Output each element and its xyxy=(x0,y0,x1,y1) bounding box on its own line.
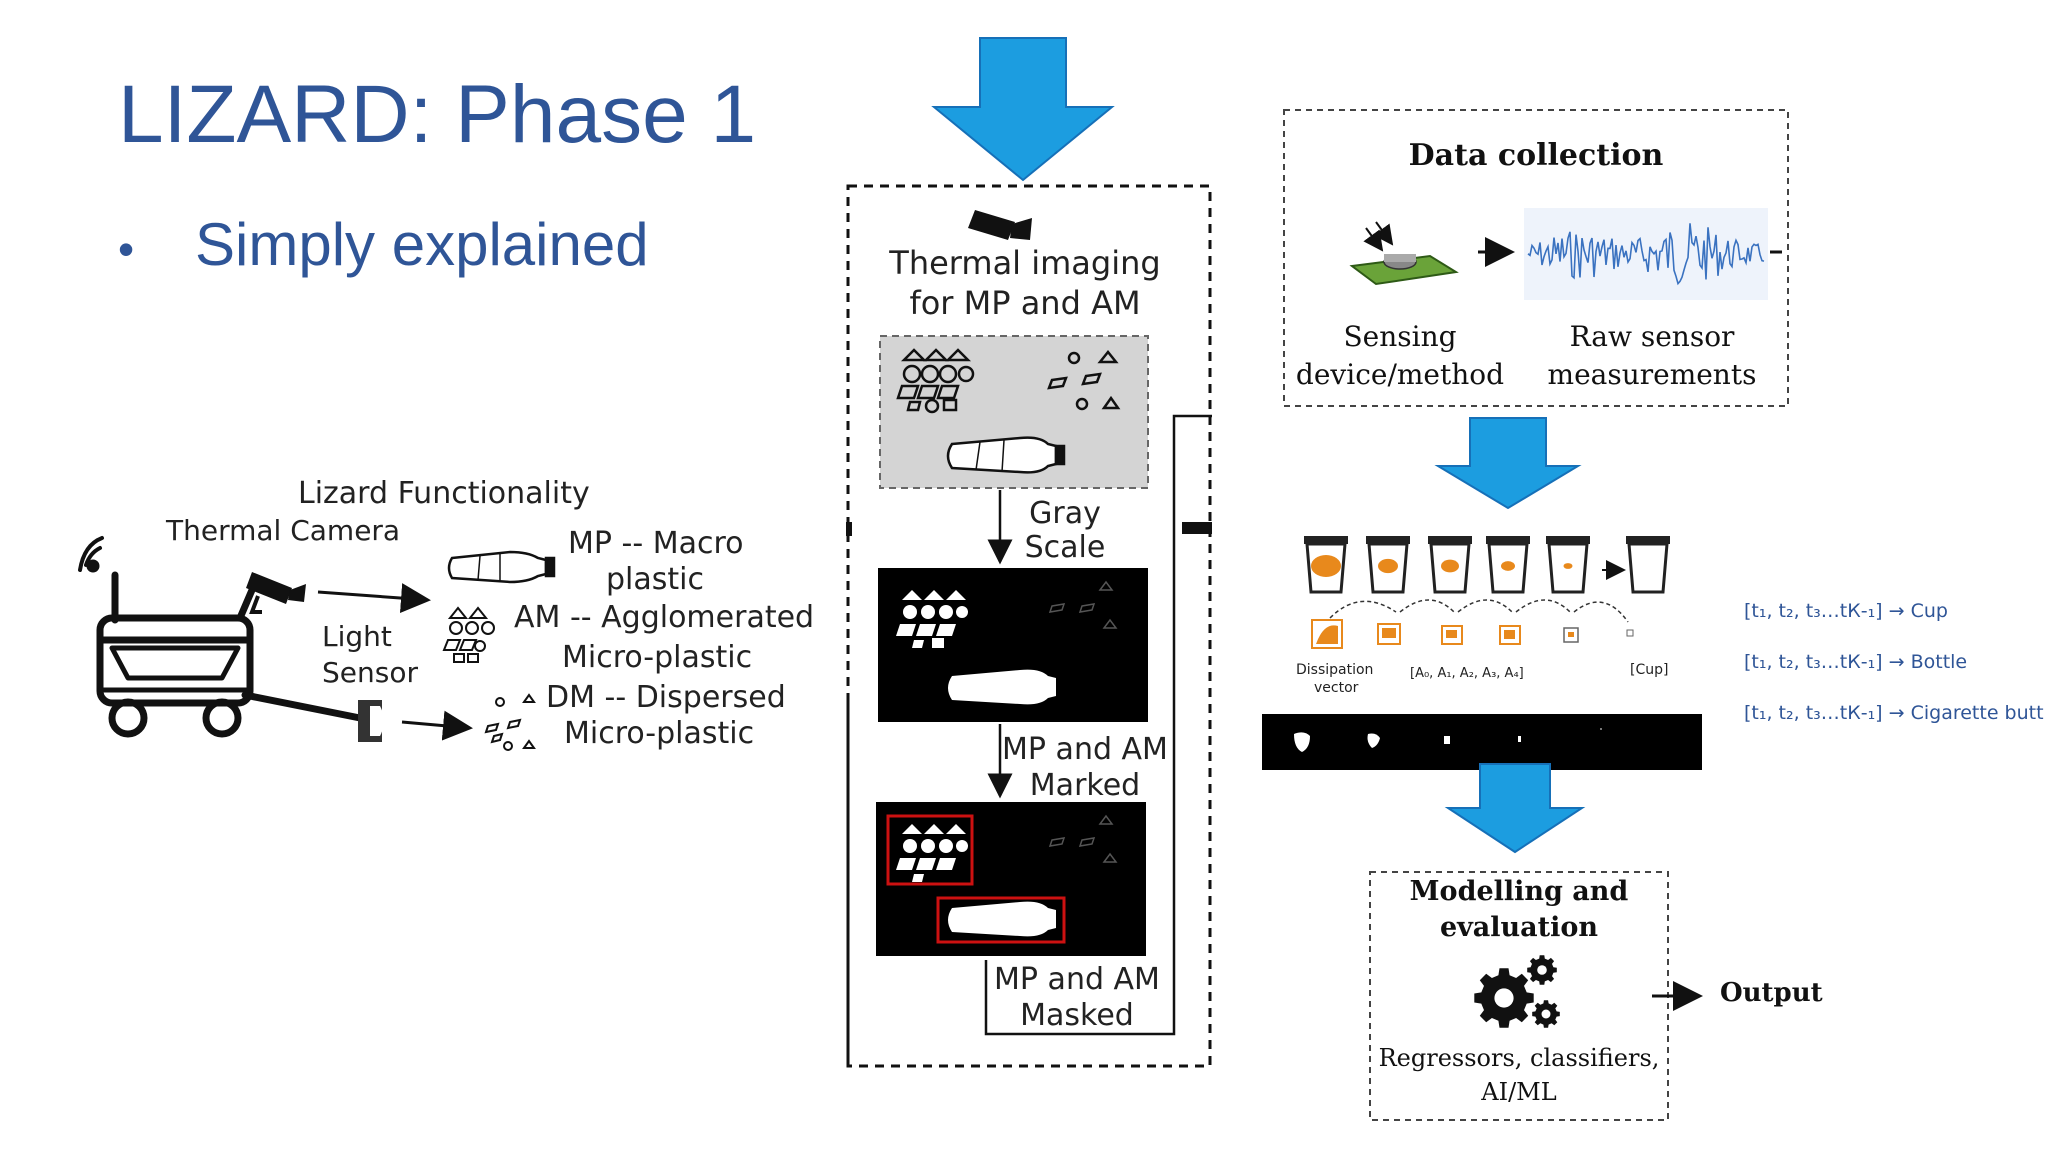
areas-vector-label: [A₀, A₁, A₂, A₃, A₄] xyxy=(1410,666,1524,681)
thermal-image-panel xyxy=(879,335,1149,489)
thermal-imaging-label-1: Thermal imaging xyxy=(889,244,1161,282)
dissipation-strip-image xyxy=(1262,714,1702,770)
bottle-icon xyxy=(447,550,556,584)
slide-title: LIZARD: Phase 1 xyxy=(118,69,757,160)
modelling-title-2: evaluation xyxy=(1439,912,1599,943)
robot-icon xyxy=(78,536,364,738)
raw-sensor-label-2: measurements xyxy=(1547,358,1757,391)
dissipation-vector-icon xyxy=(1311,619,1634,649)
sensor-pointer-arrow xyxy=(401,710,473,741)
bullet-icon: • xyxy=(118,223,135,275)
cup-sequence xyxy=(1304,536,1670,594)
mp-label-1: MP -- Macro xyxy=(568,526,744,561)
gray-scale-label-2: Scale xyxy=(1024,530,1106,565)
modelling-sub-2: AI/ML xyxy=(1481,1078,1557,1106)
cup-lid xyxy=(1366,536,1410,544)
bullet-text: Simply explained xyxy=(195,211,649,278)
sensing-label-2: device/method xyxy=(1295,358,1505,391)
heat-blob xyxy=(1378,558,1398,574)
cup-lid xyxy=(1626,536,1670,544)
cup-lid xyxy=(1486,536,1530,544)
data-collection-box xyxy=(1283,109,1789,407)
mp-label-2: plastic xyxy=(606,562,704,597)
big-down-arrow xyxy=(931,37,1115,182)
dissipation-label-2: vector xyxy=(1314,680,1359,696)
pipeline-box xyxy=(846,184,1212,1068)
thermal-camera-icon xyxy=(246,572,306,614)
gray-scale-label-1: Gray xyxy=(1029,496,1101,531)
modelling-down-arrow xyxy=(1444,763,1586,854)
dispersed-particles-icon xyxy=(484,693,536,751)
am-label-1: AM -- Agglomerated xyxy=(514,600,815,635)
heat-blob xyxy=(1441,559,1459,573)
dissipation-label-1: Dissipation xyxy=(1296,662,1374,678)
masked-label-1: MP and AM xyxy=(994,962,1160,997)
heat-blob xyxy=(1311,555,1341,577)
grayscale-image-panel xyxy=(878,568,1148,722)
waveform-icon xyxy=(1524,208,1768,300)
camera-pointer-arrow xyxy=(317,583,431,614)
sensing-device-icon xyxy=(1349,221,1459,286)
thermal-camera-label: Thermal Camera xyxy=(166,514,401,547)
cup-lid xyxy=(1546,536,1590,544)
lizard-functionality-heading: Lizard Functionality xyxy=(298,476,590,511)
collection-down-arrow xyxy=(1434,417,1582,510)
thermal-imaging-label-2: for MP and AM xyxy=(909,284,1141,322)
light-sensor-icon xyxy=(358,700,384,742)
sequence-label-bottle: [t₁, t₂, t₃…tК-₁] → Bottle xyxy=(1744,651,1968,673)
imaging-camera-icon xyxy=(968,210,1032,240)
heat-blob xyxy=(1501,561,1515,571)
masked-label-2: Masked xyxy=(1020,998,1134,1033)
am-label-2: Micro-plastic xyxy=(562,640,753,675)
sequence-label-cup: [t₁, t₂, t₃…tК-₁] → Cup xyxy=(1744,600,1948,622)
raw-sensor-label-1: Raw sensor xyxy=(1569,320,1735,353)
dm-label-2: Micro-plastic xyxy=(564,716,755,751)
heat-blob xyxy=(1563,563,1573,569)
marked-label-1: MP and AM xyxy=(1002,732,1168,767)
modelling-sub-1: Regressors, classifiers, xyxy=(1378,1044,1660,1072)
cup-class-label: [Cup] xyxy=(1630,662,1669,678)
cup-lid xyxy=(1428,536,1472,544)
light-sensor-label-1: Light xyxy=(322,620,392,653)
marked-image-panel xyxy=(876,802,1146,956)
agglomerated-cluster-icon xyxy=(442,606,495,663)
modelling-title-1: Modelling and xyxy=(1409,876,1629,907)
light-sensor-label-2: Sensor xyxy=(322,656,418,689)
gears-icon xyxy=(1474,955,1560,1028)
data-collection-title: Data collection xyxy=(1408,138,1664,173)
sequence-label-cigarette: [t₁, t₂, t₃…tК-₁] → Cigarette butt xyxy=(1744,702,2044,724)
output-label: Output xyxy=(1720,978,1823,1008)
dm-label-1: DM -- Dispersed xyxy=(546,680,786,715)
cup-lid xyxy=(1304,536,1348,544)
cup-icon xyxy=(1627,542,1669,594)
sensing-label-1: Sensing xyxy=(1343,320,1457,353)
marked-label-2: Marked xyxy=(1029,768,1141,803)
